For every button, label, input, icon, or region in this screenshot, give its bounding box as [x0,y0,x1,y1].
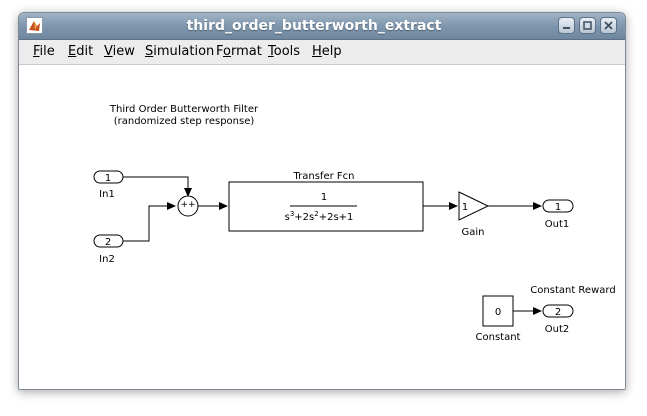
menu-format[interactable]: Format [216,44,262,59]
title-bar[interactable]: third_order_butterworth_extract [19,13,625,40]
model-window: third_order_butterworth_extract File Edi… [18,12,626,390]
inport-in1-label: In1 [99,189,115,200]
transfer-fcn-block[interactable]: 1 s3+2s2+2s+1 [228,181,424,232]
menu-bar: File Edit View Simulation Format Tools H… [19,40,625,65]
close-icon [604,21,613,30]
menu-help[interactable]: Help [312,44,342,59]
menu-view[interactable]: View [104,44,135,59]
signal-in1-to-sum[interactable] [123,176,192,197]
block-diagram: Third Order Butterworth Filter (randomiz… [93,104,616,343]
gain-block[interactable]: 1 [458,191,490,221]
maximize-icon [583,21,592,30]
menu-simulation[interactable]: Simulation [145,44,215,59]
inport-in2-label: In2 [99,254,115,265]
constant-value: 0 [495,307,501,318]
gain-value: 1 [462,202,468,213]
menu-file[interactable]: File [33,44,55,59]
outport-out2-label: Out2 [545,324,570,335]
outport-out1-label: Out1 [545,219,570,230]
annotation-line-1: Third Order Butterworth Filter [109,104,259,115]
menu-edit[interactable]: Edit [68,44,94,59]
constant-block[interactable]: 0 [482,295,514,327]
transfer-fcn-denominator: s3+2s2+2s+1 [285,210,354,223]
inport-in1-number: 1 [105,173,111,184]
transfer-fcn-label: Transfer Fcn [293,171,355,182]
minimize-icon [563,27,570,29]
gain-label: Gain [462,227,485,238]
maximize-button[interactable] [579,17,596,34]
constant-label: Constant [476,332,521,343]
sum-signs: ++ [180,200,195,210]
close-button[interactable] [600,17,617,34]
menu-tools[interactable]: Tools [268,44,301,59]
matlab-app-icon[interactable] [26,17,43,34]
inport-in1[interactable]: 1 [93,170,124,184]
outport-out1-number: 1 [555,202,561,213]
annotation-line-2: (randomized step response) [114,116,255,127]
inport-in2-number: 2 [105,237,111,248]
model-canvas[interactable]: Third Order Butterworth Filter (randomiz… [19,65,625,389]
transfer-fcn-numerator: 1 [321,192,327,203]
outport-out2[interactable]: 2 [542,304,574,318]
sum-block[interactable]: ++ [177,195,199,217]
inport-in2[interactable]: 2 [93,234,124,248]
outport-out2-number: 2 [555,307,561,318]
signal-in2-to-sum[interactable] [123,202,176,242]
outport-out1[interactable]: 1 [542,199,574,213]
minimize-button[interactable] [558,17,575,34]
outport-out2-caption: Constant Reward [530,285,615,296]
window-title: third_order_butterworth_extract [186,18,442,34]
